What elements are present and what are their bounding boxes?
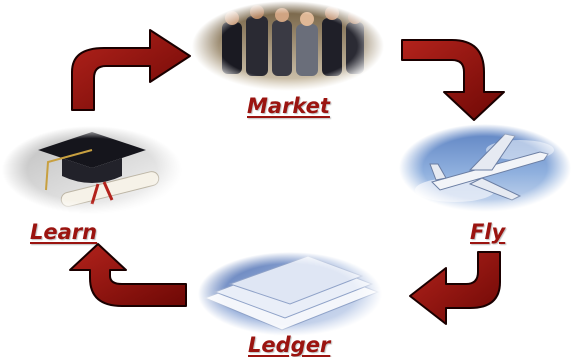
ledger-image [198,252,382,336]
fly-label: Fly [470,220,506,244]
arrow-learn-to-market [71,29,191,111]
diploma-icon [60,171,160,207]
airplane-icon [429,133,549,201]
learn-image [2,126,182,214]
arrow-market-to-fly [401,39,505,121]
fly-image [399,124,571,212]
arrow-fly-to-ledger [409,251,501,325]
business-people-icon [222,5,364,76]
market-image [192,1,384,91]
arrow-ledger-to-learn [69,243,187,307]
graduation-cap-icon [38,132,146,191]
learn-label: Learn [30,220,98,244]
market-label: Market [247,94,330,118]
paper-sheets-icon [203,255,380,331]
ledger-label: Ledger [248,333,331,357]
